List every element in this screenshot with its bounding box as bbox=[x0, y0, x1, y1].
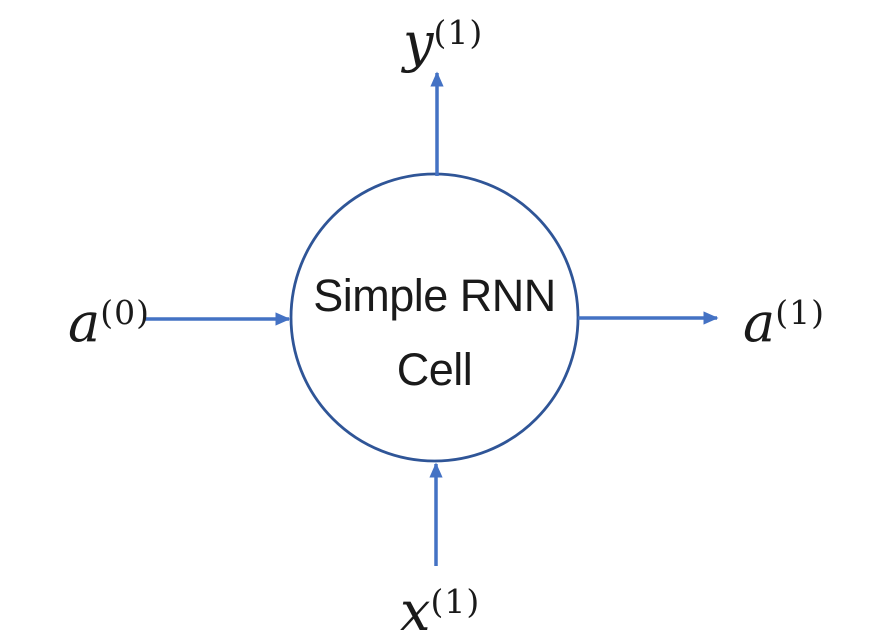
label-x1-sup: (1) bbox=[430, 582, 481, 621]
label-a0-sup: (0) bbox=[100, 293, 150, 332]
label-a1-sup: (1) bbox=[775, 293, 825, 332]
label-a1: a(1) bbox=[743, 283, 825, 353]
label-y1-sup: (1) bbox=[433, 13, 484, 52]
rnn-cell-label: Simple RNN Cell bbox=[291, 174, 578, 461]
label-y1: y(1) bbox=[403, 3, 483, 73]
label-a0: a(0) bbox=[68, 283, 150, 353]
label-x1: x(1) bbox=[400, 572, 480, 634]
rnn-cell-label-line1: Simple RNN bbox=[313, 269, 556, 321]
rnn-cell-label-line2: Cell bbox=[396, 343, 473, 395]
label-x1-base: x bbox=[400, 580, 431, 634]
label-a1-base: a bbox=[743, 291, 776, 354]
label-a0-base: a bbox=[68, 291, 101, 354]
label-y1-base: y bbox=[403, 11, 434, 74]
